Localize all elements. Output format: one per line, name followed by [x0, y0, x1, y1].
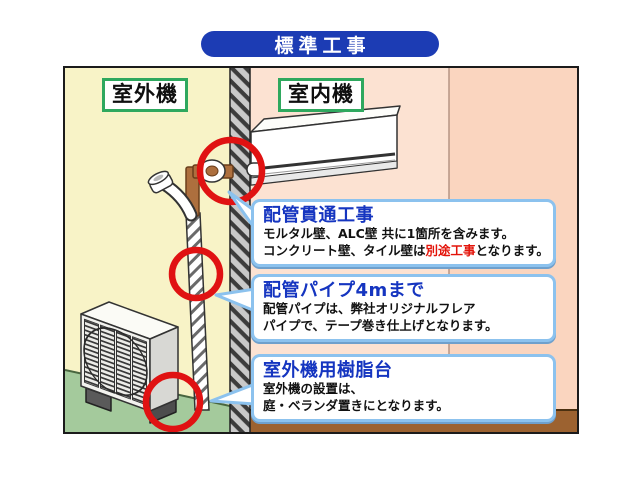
- text-line: 庭・ベランダ置きにとなります。: [263, 397, 449, 413]
- text-line: となります。: [475, 242, 549, 258]
- highlight-circle-stand: [142, 371, 204, 432]
- callout-title: 室外機用樹脂台: [263, 360, 393, 381]
- callout-body: モルタル壁、ALC壁 共に1箇所を含みます。 コンクリート壁、タイル壁は別途工事…: [263, 226, 549, 259]
- callout-body: 配管パイプは、弊社オリジナルフレア パイプで、テープ巻き仕上げとなります。: [263, 301, 547, 334]
- text-line: 配管パイプは、弊社オリジナルフレア: [263, 301, 476, 316]
- callout-resin-stand: 室外機用樹脂台 室外機の設置は、 庭・ベランダ置きにとなります。: [251, 354, 556, 422]
- fan-circle: [83, 327, 148, 396]
- header-title: 標準工事: [274, 34, 371, 57]
- text-line: モルタル壁、ALC壁 共に1箇所を含みます。: [263, 226, 515, 241]
- callout-body: 室外機の設置は、 庭・ベランダ置きにとなります。: [263, 381, 547, 414]
- outdoor-unit-label-text: 室外機: [112, 82, 178, 106]
- highlight-circle-penetration: [196, 136, 266, 206]
- indoor-unit: [250, 105, 401, 186]
- drain-funnel: [147, 170, 174, 194]
- indoor-unit-label: 室内機: [278, 78, 364, 112]
- callout-piping-pipe: 配管パイプ4mまで 配管パイプは、弊社オリジナルフレア パイプで、テープ巻き仕上…: [251, 274, 556, 342]
- callout-title: 配管パイプ4mまで: [263, 280, 425, 301]
- text-line: パイプで、テープ巻き仕上げとなります。: [263, 317, 498, 333]
- wall-cross-section: [229, 68, 251, 432]
- highlighted-text: 別途工事: [425, 242, 476, 258]
- text-line: 室外機の設置は、: [263, 381, 364, 396]
- header-pill: 標準工事: [201, 31, 439, 57]
- installation-diagram: 室外機 室内機 配管貫通工事 モルタル壁、ALC壁 共に1箇所を含みます。 コン…: [63, 66, 579, 434]
- indoor-unit-label-text: 室内機: [288, 82, 354, 106]
- callout-title: 配管貫通工事: [263, 205, 374, 226]
- callout-piping-penetration: 配管貫通工事 モルタル壁、ALC壁 共に1箇所を含みます。 コンクリート壁、タイ…: [251, 199, 556, 267]
- highlight-circle-pipe: [168, 246, 224, 302]
- text-line: コンクリート壁、タイル壁は: [263, 242, 426, 258]
- outdoor-unit-label: 室外機: [102, 78, 188, 112]
